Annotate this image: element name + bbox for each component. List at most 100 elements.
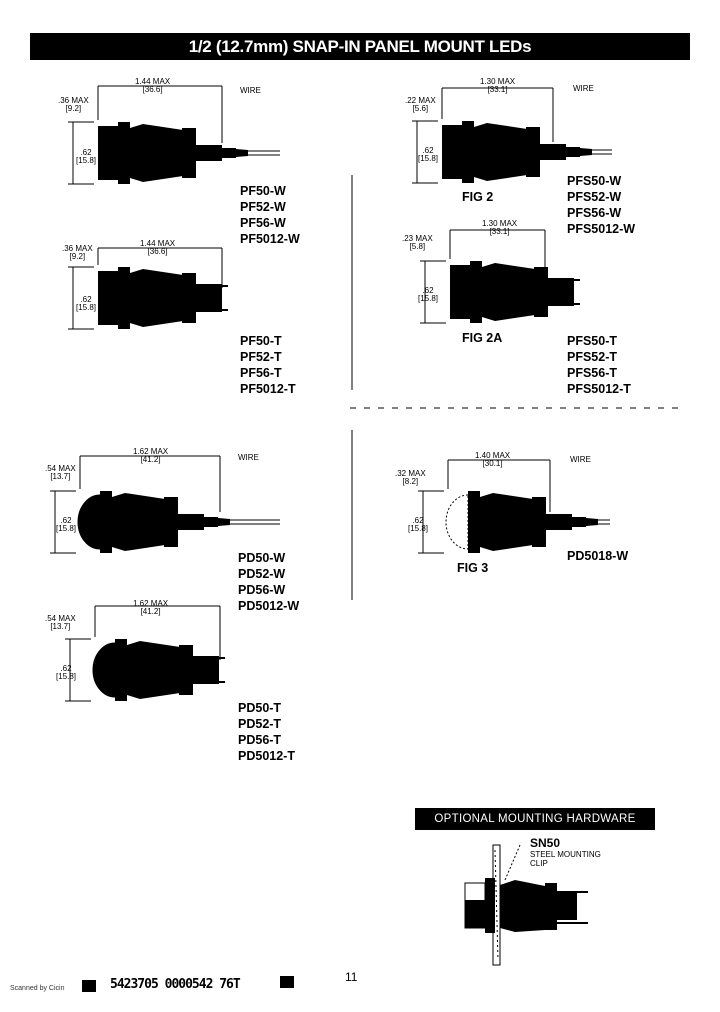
dim-text: [5.8] [409,242,426,251]
part-number: PFS56-T [567,366,618,380]
led-flange [118,122,130,184]
led-tail [196,284,222,312]
part-number: PF52-W [240,200,286,214]
led-tail [540,144,566,160]
dim-text: 1.62 MAX [133,599,169,608]
led-lens [442,125,464,179]
led-tail [222,148,236,158]
led-flange [118,267,130,329]
dim-text: .32 MAX [395,469,426,478]
part-number: PD52-T [238,717,282,731]
dim-text: .62 [60,516,72,525]
part-number: PD56-W [238,583,286,597]
dim-text: [33.1] [487,85,508,94]
dim-text: .36 MAX [58,96,89,105]
fig3-length-dim: 1.40 MAX[30.1] [475,452,510,468]
hardware-part-number: SN50 [530,836,561,850]
mounting-clip-drawing [464,844,588,966]
part-number: PD5012-T [238,749,295,763]
part-number: PD5012-W [238,599,300,613]
led-tail [580,148,592,156]
part-number: PD52-W [238,567,286,581]
led-body [474,123,527,181]
led-tail [548,278,574,306]
led-collar [534,267,548,317]
dim-text: .54 MAX [45,614,76,623]
part-number: PF50-W [240,184,286,198]
scan-note: Scanned by Cicin [10,985,65,992]
part-number: PD5018-W [567,549,629,563]
dim-text: [15.8] [418,154,439,163]
part-number: PFS5012-T [567,382,631,396]
led-collar [532,497,546,547]
part-number: PD50-T [238,701,282,715]
fig2-offset-dim: .22 MAX[5.6] [405,97,436,113]
led-lens-dome [77,494,101,550]
fig2a-length-dim: 1.30 MAX[33.1] [482,220,517,236]
led-tail [572,517,586,527]
hardware-section-title: OPTIONAL MOUNTING HARDWARE [415,808,655,830]
dim-text: .62 [60,664,72,673]
pf-t-part-list: PF50-T PF52-T PF56-T PF5012-T [240,333,296,397]
dim-text: [36.6] [147,247,168,256]
hardware-desc: STEEL MOUNTING [530,850,601,859]
led-collar [182,273,196,323]
fig2a-dia-dim: .62[15.8] [418,287,438,303]
dim-text: 1.44 MAX [135,77,171,86]
led-lens [450,265,472,319]
led-tail [178,514,204,530]
dim-text: [15.8] [76,156,97,165]
part-number: PF56-W [240,216,286,230]
dim-text: [13.7] [50,622,71,631]
hardware-desc: CLIP [530,859,548,868]
fig3-wire-label: WIRE [570,455,591,464]
hardware-part: SN50 STEEL MOUNTING CLIP [530,836,601,868]
dim-text: .22 MAX [405,96,436,105]
fig2-caption: FIG 2 [462,190,494,204]
pd-w-wire-label: WIRE [238,453,259,462]
footer-block [280,976,294,988]
part-number: PFS56-W [567,206,622,220]
dim-text: [9.2] [65,104,82,113]
led-tail [204,517,218,527]
dim-text: .62 [80,295,92,304]
part-number: PD50-W [238,551,286,565]
dim-text: [36.6] [142,85,163,94]
led-tail [236,149,248,157]
fig2-dia-dim: .62[15.8] [418,147,438,163]
dim-text: .62 [422,286,434,295]
dim-text: .62 [80,148,92,157]
part-number: PF56-T [240,366,282,380]
part-number: PFS52-T [567,350,618,364]
pf-w-part-list: PF50-W PF52-W PF56-W PF5012-W [240,183,300,247]
led-body [482,263,535,321]
led-flange [468,491,480,553]
dim-text: [5.6] [412,104,429,113]
dim-text: .54 MAX [45,464,76,473]
dim-text: [41.2] [140,607,161,616]
dim-text: [15.8] [56,672,77,681]
dim-text: [33.1] [489,227,510,236]
fig2a-part-list: PFS50-T PFS52-T PFS56-T PFS5012-T [567,333,631,397]
led-flange [115,639,127,701]
led-tail [546,514,572,530]
led-lens-dome [92,642,116,698]
pf-w-offset-dim: .36 MAX[9.2] [58,97,89,113]
pd-w-offset-dim: .54 MAX[13.7] [45,465,76,481]
pf-w-wire-label: WIRE [240,86,261,95]
led-body [127,641,180,699]
dim-text: .62 [422,146,434,155]
led-tail [586,518,598,526]
dim-text: 1.62 MAX [133,447,169,456]
led-lens [98,126,120,180]
part-number: PF52-T [240,350,282,364]
fig2a-caption: FIG 2A [462,331,503,345]
pf-t-dia-dim: .62[15.8] [76,296,96,312]
pd-t-part-list: PD50-T PD52-T PD56-T PD5012-T [238,700,295,764]
page-number: 11 [345,970,358,984]
fig2-wire-label: WIRE [573,84,594,93]
part-number: PFS50-T [567,334,618,348]
part-number: PF5012-W [240,232,300,246]
led-collar [179,645,193,695]
